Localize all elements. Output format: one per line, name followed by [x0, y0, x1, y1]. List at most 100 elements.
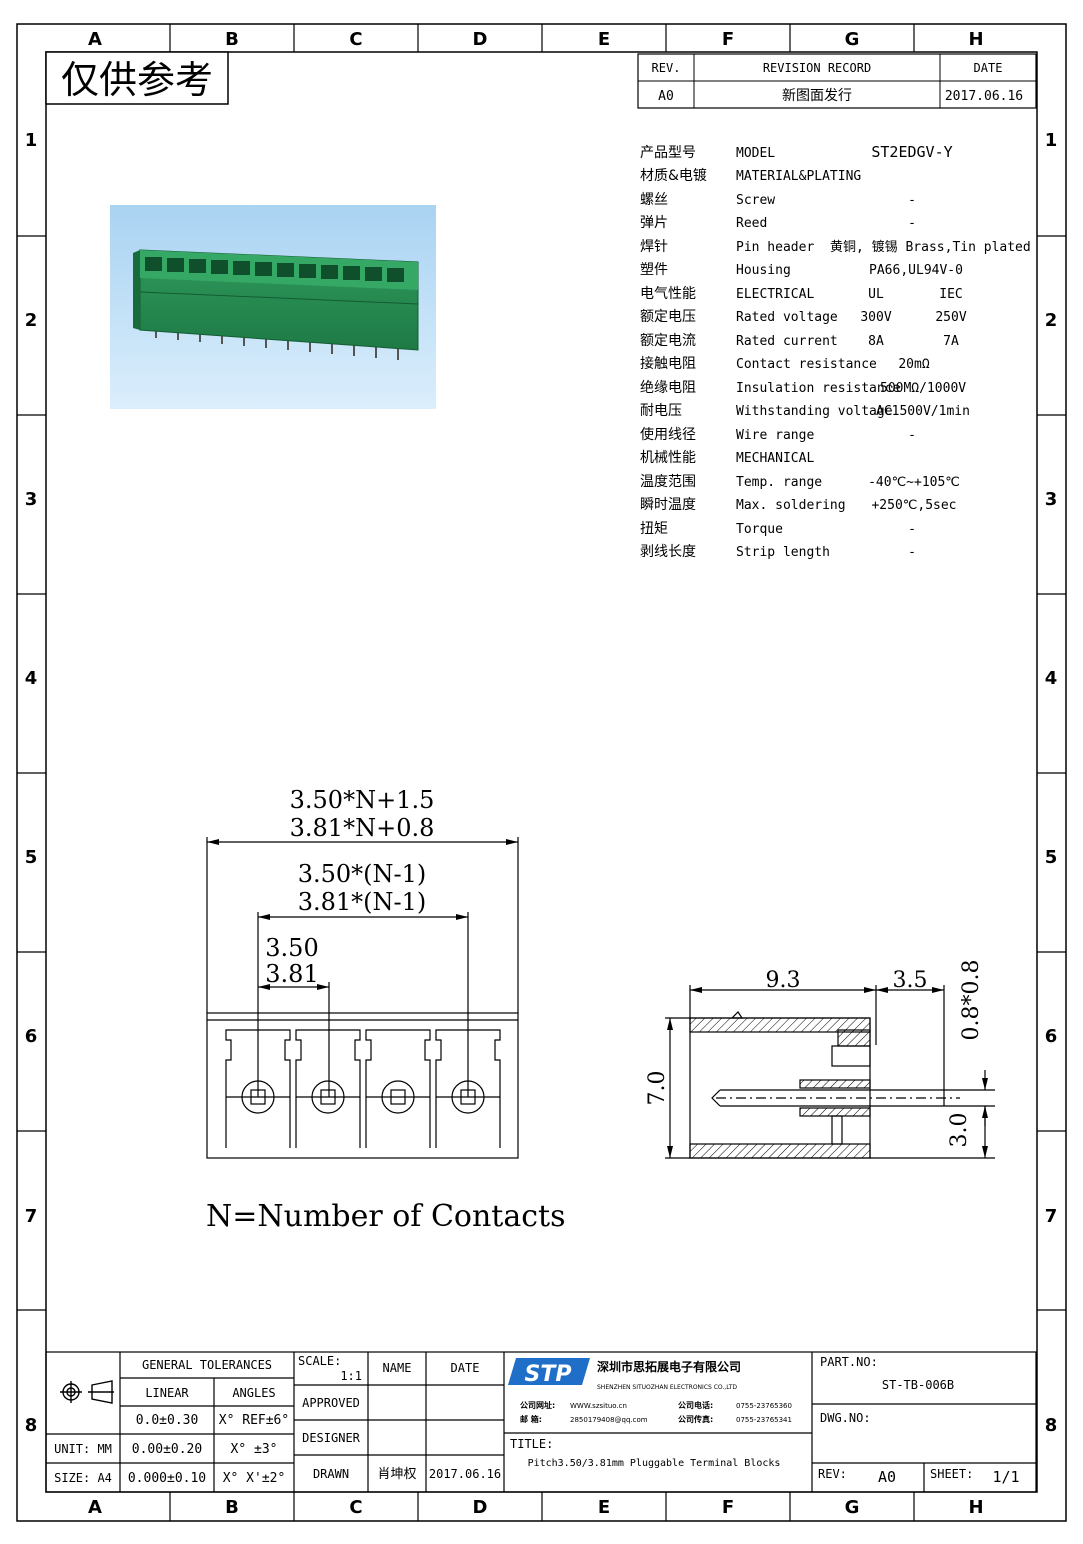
spec-label-cn: 产品型号: [640, 145, 696, 161]
title-label: TITLE:: [510, 1437, 553, 1451]
title-block: [45, 1351, 1037, 1493]
date-header: DATE: [451, 1361, 480, 1375]
spec-value: PA66,UL94V-0: [869, 263, 963, 278]
grid-col-label: E: [598, 29, 610, 50]
grid-col-label: C: [349, 1497, 362, 1518]
grid-col-label: E: [598, 1497, 610, 1518]
spec-label-cn: 电气性能: [640, 286, 696, 302]
spec-iec: 7A: [943, 334, 959, 349]
spec-label-en: Temp. range: [736, 475, 822, 490]
spec-list: 产品型号 MODEL ST2EDGV-Y 材质&电镀 MATERIAL&PLAT…: [640, 143, 1031, 560]
grid-row-label: 6: [25, 1026, 38, 1047]
dim-side-pin: 3.5: [893, 968, 928, 993]
web-label: 公司网址:: [520, 1400, 555, 1410]
grid-col-label: D: [473, 1497, 488, 1518]
tolerance-linear-3: 0.000±0.10: [128, 1471, 206, 1486]
spec-label-cn: 温度范围: [640, 473, 696, 490]
grid-col-label: A: [88, 1497, 102, 1518]
spec-ul: 8A: [868, 334, 884, 349]
grid-row-label: 3: [1045, 489, 1058, 510]
spec-label-cn: 耐电压: [640, 403, 682, 419]
grid-row-label: 3: [25, 489, 38, 510]
spec-label-cn: 螺丝: [640, 192, 668, 208]
contacts-note: N=Number of Contacts: [206, 1199, 565, 1234]
spec-ul: UL: [868, 287, 884, 302]
spec-label-en: Withstanding voltage: [736, 404, 893, 419]
company-name-cn: 深圳市思拓展电子有限公司: [597, 1359, 741, 1374]
spec-label-cn: 机械性能: [640, 450, 696, 466]
spec-label-en: Reed: [736, 216, 767, 231]
tolerance-angle-2: X° ±3°: [231, 1442, 278, 1457]
grid-col-label: C: [349, 29, 362, 50]
revision-date-value: 2017.06.16: [945, 89, 1023, 104]
fax-value: 0755-23765341: [736, 1416, 792, 1424]
unit-label: UNIT: MM: [54, 1442, 112, 1456]
sheet-value: 1/1: [992, 1468, 1019, 1486]
grid-row-label: 5: [1045, 847, 1058, 868]
rev-label: REV:: [818, 1467, 847, 1481]
spec-label-en: Housing: [736, 263, 791, 278]
grid-row-label: 6: [1045, 1026, 1058, 1047]
spec-label-cn: 额定电压: [640, 309, 696, 325]
spec-label-en: Pin header: [736, 240, 814, 255]
tel-label: 公司电话:: [678, 1400, 713, 1410]
name-header: NAME: [383, 1361, 412, 1375]
company-block: STP 深圳市思拓展电子有限公司 SHENZHEN SITUOZHAN ELEC…: [508, 1358, 792, 1424]
stamp-text: 仅供参考: [61, 58, 213, 102]
spec-label-en: Rated current: [736, 334, 838, 349]
spec-value: -: [908, 545, 916, 560]
spec-value: -: [908, 428, 916, 443]
grid-col-label: B: [225, 1497, 239, 1518]
grid-col-label: F: [722, 1497, 734, 1518]
grid-row-label: 4: [1045, 668, 1058, 689]
angles-label: ANGLES: [232, 1386, 275, 1400]
projection-symbol: [60, 1380, 114, 1404]
approval-texts: SCALE: 1:1 NAME DATE APPROVED DESIGNER D…: [298, 1354, 501, 1482]
grid-col-label: H: [968, 29, 983, 50]
part-no-label: PART.NO:: [820, 1355, 878, 1369]
dim-pin-size: 0.8*0.8: [959, 960, 984, 1041]
part-no-value: ST-TB-006B: [882, 1378, 954, 1392]
side-view: [665, 985, 995, 1159]
cavity-3-polyline: [365, 1029, 431, 1148]
scale-value: 1:1: [340, 1369, 362, 1383]
spec-value: -: [908, 193, 916, 208]
cavity-4-polyline: [435, 1029, 501, 1148]
grid-col-label: B: [225, 29, 239, 50]
rev-header: REV.: [652, 61, 681, 75]
revision-record-header: REVISION RECORD: [763, 61, 871, 75]
spec-label-en: MODEL: [736, 146, 775, 161]
grid-row-label: 7: [1045, 1206, 1058, 1227]
company-logo: STP: [525, 1362, 572, 1387]
size-label: SIZE: A4: [54, 1471, 112, 1485]
side-view-dims: 9.3 3.5 7.0 0.8*0.8 3.0: [645, 960, 984, 1148]
grid-col-label: H: [968, 1497, 983, 1518]
grid-row-label: 2: [25, 310, 38, 331]
spec-value: -: [908, 522, 916, 537]
grid-col-label: G: [845, 29, 860, 50]
tolerance-angle-3: X° X'±2°: [223, 1471, 286, 1486]
revision-table: REV. REVISION RECORD DATE A0 新图面发行 2017.…: [637, 53, 1037, 109]
grid-ticks: [17, 24, 1066, 1521]
grid-row-label: 7: [25, 1206, 38, 1227]
spec-value: -: [908, 216, 916, 231]
grid-col-label: F: [722, 29, 734, 50]
drawing-title: Pitch3.50/3.81mm Pluggable Terminal Bloc…: [528, 1458, 781, 1469]
front-view-dims: 3.50*N+1.5 3.81*N+0.8 3.50*(N-1) 3.81*(N…: [265, 786, 434, 988]
dim-side-width: 9.3: [766, 968, 801, 993]
company-name-en: SHENZHEN SITUOZHAN ELECTRONICS CO.,LTD: [597, 1384, 737, 1391]
column-labels: A B C D E F G H A B C D E F G H: [88, 29, 984, 1518]
spec-value: -40℃~+105℃: [868, 475, 960, 490]
spec-label-en: Wire range: [736, 428, 814, 443]
spec-value: AC1500V/1min: [876, 404, 970, 419]
spec-label-cn: 瞬时温度: [640, 497, 696, 513]
spec-value: 黄铜, 镀锡 Brass,Tin plated: [830, 239, 1031, 255]
grid-col-label: G: [845, 1497, 860, 1518]
dim-span-b: 3.81*(N-1): [298, 888, 427, 916]
grid-row-label: 4: [25, 668, 38, 689]
grid-row-label: 8: [1045, 1415, 1058, 1436]
dim-pitch-b: 3.81: [265, 960, 318, 988]
product-photo: [110, 205, 436, 409]
dim-overall-a: 3.50*N+1.5: [290, 786, 435, 814]
